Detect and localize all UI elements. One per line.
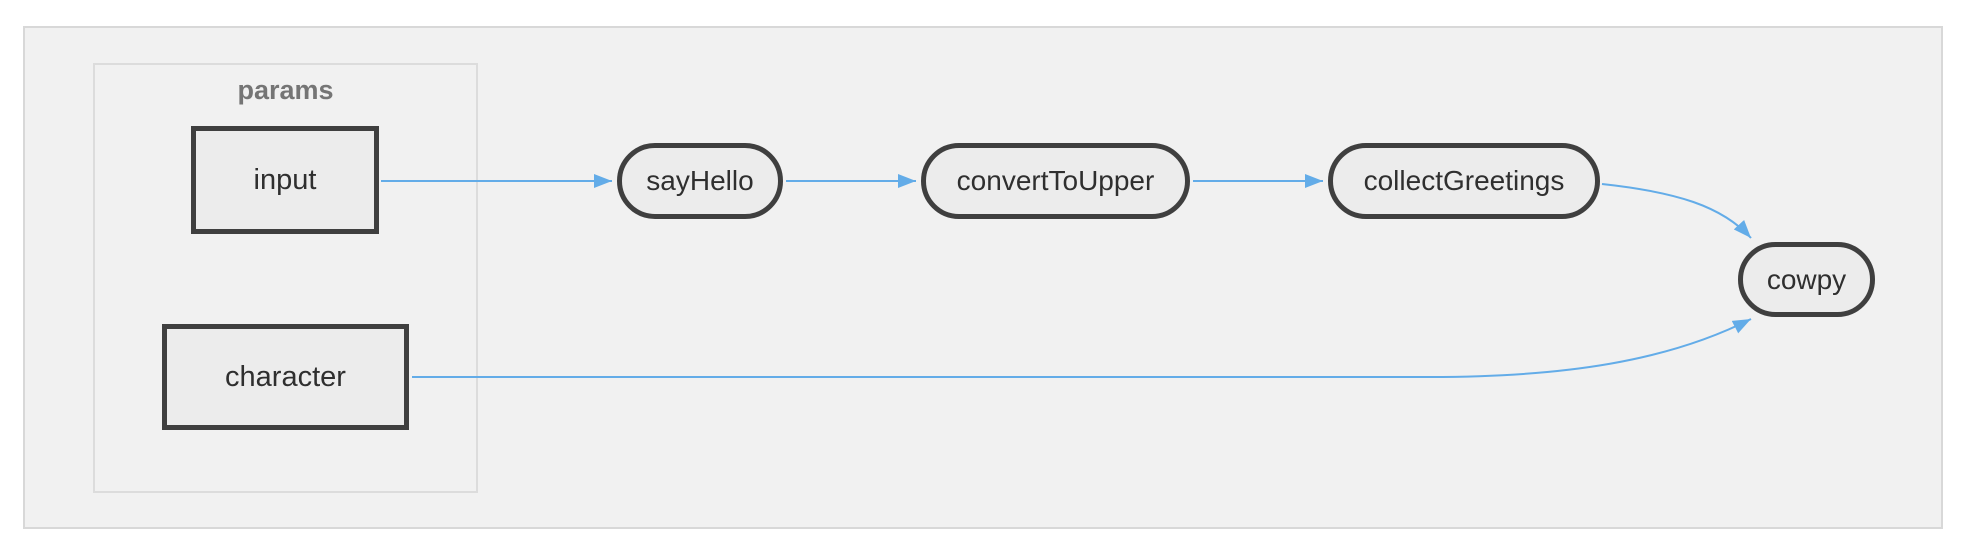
node-converttoupper: convertToUpper	[921, 143, 1190, 219]
params-group-label: params	[237, 75, 334, 105]
node-sayhello: sayHello	[617, 143, 783, 219]
node-collectgreetings: collectGreetings	[1328, 143, 1600, 219]
node-character: character	[162, 324, 409, 430]
node-cowpy: cowpy	[1738, 242, 1875, 317]
node-input: input	[191, 126, 379, 234]
params-group: params	[93, 63, 478, 493]
diagram-canvas	[23, 26, 1943, 529]
